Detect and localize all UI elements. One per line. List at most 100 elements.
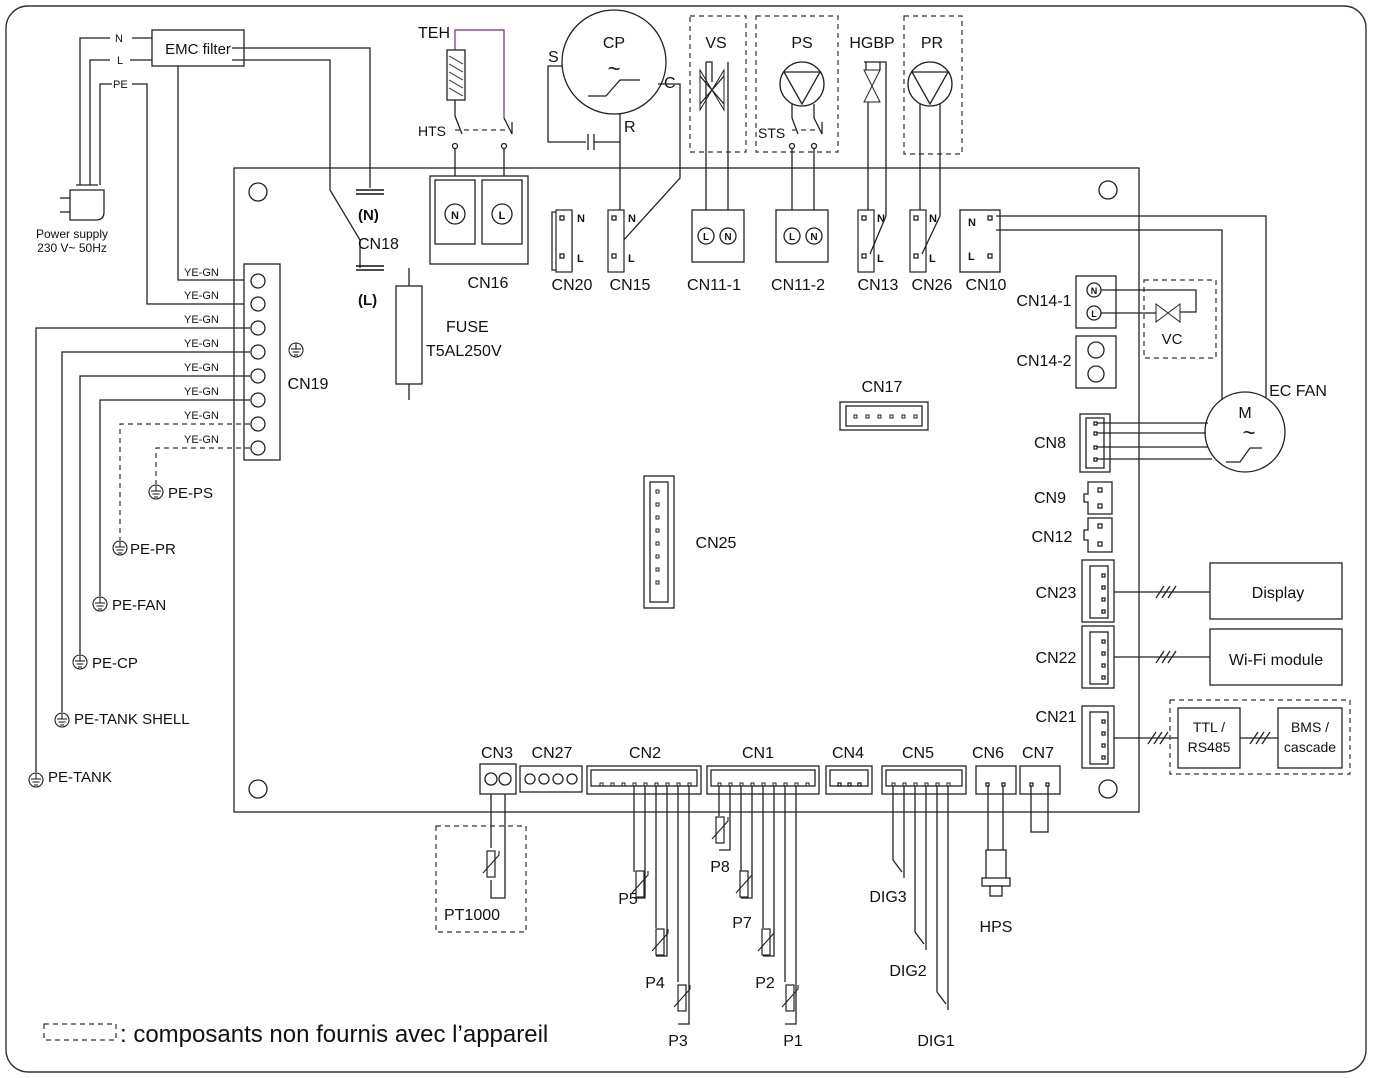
pt1000-label: PT1000 (444, 907, 500, 924)
hgbp-label: HGBP (849, 35, 894, 52)
p8-label: P8 (710, 859, 730, 876)
cn15: N L CN15 (607, 209, 651, 294)
pe-ps-label: PE-PS (168, 485, 213, 502)
cn18: (N) CN18 (L) (356, 189, 399, 309)
rs485-label: RS485 (1188, 739, 1231, 755)
cn18-label: CN18 (358, 236, 399, 253)
cn12-label: CN12 (1032, 529, 1073, 546)
fuse-label: FUSE (446, 319, 489, 336)
ye-gn-label: YE-GN (184, 362, 219, 374)
cn26-label: CN26 (912, 277, 953, 294)
cn23-label: CN23 (1036, 585, 1077, 602)
cn15-label: CN15 (610, 277, 651, 294)
sts-label: STS (758, 125, 785, 141)
cn10-label: CN10 (966, 277, 1007, 294)
ye-gn-label: YE-GN (184, 386, 219, 398)
display-module: Display (1209, 562, 1343, 620)
cn10: N L CN10 (959, 209, 1267, 400)
cn10-n-pin: N (968, 217, 976, 229)
cn4-label: CN4 (832, 745, 864, 762)
ec-fan-label: EC FAN (1269, 383, 1327, 400)
cn13-n-pin: N (877, 213, 885, 225)
cn14-1: N L CN14-1 (1016, 275, 1117, 329)
p4-label: P4 (645, 975, 665, 992)
cn14-1-l-pin: L (1091, 309, 1097, 319)
cn17-label: CN17 (862, 379, 903, 396)
ye-gn-label: YE-GN (184, 314, 219, 326)
cn8: CN8 (1034, 413, 1212, 473)
ye-gn-label: YE-GN (184, 434, 219, 446)
cn17: CN17 (839, 379, 929, 431)
cp-s-label: S (548, 49, 559, 66)
pe-tank-label: PE-TANK (48, 769, 112, 786)
vs-valve: VS (689, 15, 747, 228)
cn10-l-pin: L (968, 251, 975, 263)
cn21: CN21 (1036, 705, 1178, 769)
p3-label: P3 (668, 1033, 688, 1050)
cn18-l-label: (L) (358, 292, 377, 309)
cn16-l-pin: L (499, 210, 506, 222)
vc-label: VC (1162, 331, 1183, 348)
legend-text: : composants non fournis avec l’appareil (120, 1021, 548, 1048)
vc-valve: VC (1101, 279, 1217, 359)
ye-gn-label: YE-GN (184, 338, 219, 350)
ttl-label: TTL / (1193, 719, 1225, 735)
cn9-label: CN9 (1034, 490, 1066, 507)
cn12: CN12 (1032, 517, 1113, 553)
ps-label: PS (791, 35, 812, 52)
cn7: CN7 (1019, 745, 1061, 833)
cn20-label: CN20 (552, 277, 593, 294)
cn22-label: CN22 (1036, 650, 1077, 667)
dig-inputs: DIG3 DIG2 DIG1 (869, 786, 955, 1050)
hgbp-valve: HGBP (849, 35, 895, 216)
cn20-n-pin: N (577, 213, 585, 225)
cp-compressor: CP ~ S C R (547, 9, 681, 243)
cn14-2: CN14-2 (1016, 335, 1117, 389)
p8-p7-p2-p1-sensors: P8 P7 P2 P1 (710, 786, 803, 1050)
cn13: N L CN13 (857, 209, 899, 294)
bms-label: BMS / (1291, 719, 1329, 735)
emc-filter-label: EMC filter (165, 41, 231, 58)
hts-label: HTS (418, 123, 446, 139)
cn5-label: CN5 (902, 745, 934, 762)
p2-label: P2 (755, 975, 775, 992)
cn11-2-label: CN11-2 (771, 277, 825, 294)
pe-tank-shell-label: PE-TANK SHELL (74, 711, 190, 728)
hps-label: HPS (980, 919, 1013, 936)
ye-gn-labels: YE-GN YE-GN YE-GN YE-GN YE-GN YE-GN YE-G… (184, 267, 219, 446)
cn2-label: CN2 (629, 745, 661, 762)
cn26-l-pin: L (929, 253, 936, 265)
cp-label: CP (603, 35, 625, 52)
n-wire-label: N (115, 33, 123, 45)
cn19-label: CN19 (288, 376, 329, 393)
cn18-n-label: (N) (358, 207, 379, 224)
ps-pump: PS STS (755, 15, 839, 228)
cn5: CN5 (881, 745, 967, 795)
cn11-1: L N CN11-1 (687, 209, 745, 294)
cn11-1-l-pin: L (703, 232, 709, 243)
wifi-module: Wi-Fi module (1209, 628, 1343, 686)
p5-label: P5 (618, 891, 638, 908)
mounting-hole (248, 182, 268, 202)
ttl-bms-group: TTL / RS485 BMS / cascade (1169, 699, 1351, 775)
cn21-label: CN21 (1036, 709, 1077, 726)
p1-label: P1 (783, 1033, 803, 1050)
cn27-label: CN27 (532, 745, 573, 762)
teh-heater: TEH HTS (418, 25, 513, 210)
cp-tilde-icon: ~ (608, 56, 621, 81)
cn23: CN23 (1036, 559, 1210, 623)
cn11-1-label: CN11-1 (687, 277, 741, 294)
ye-gn-label: YE-GN (184, 410, 219, 422)
cn11-2: L N CN11-2 (771, 209, 829, 294)
mounting-hole (1098, 779, 1118, 799)
p5-p4-p3-sensors: P5 P4 P3 (618, 786, 691, 1050)
pt1000-sensor: PT1000 (435, 794, 527, 933)
cn4: CN4 (825, 745, 873, 795)
p7-label: P7 (732, 915, 752, 932)
dig1-label: DIG1 (917, 1033, 954, 1050)
cn8-label: CN8 (1034, 435, 1066, 452)
cn13-label: CN13 (858, 277, 899, 294)
cn11-2-n-pin: N (810, 232, 817, 243)
mounting-hole (248, 779, 268, 799)
